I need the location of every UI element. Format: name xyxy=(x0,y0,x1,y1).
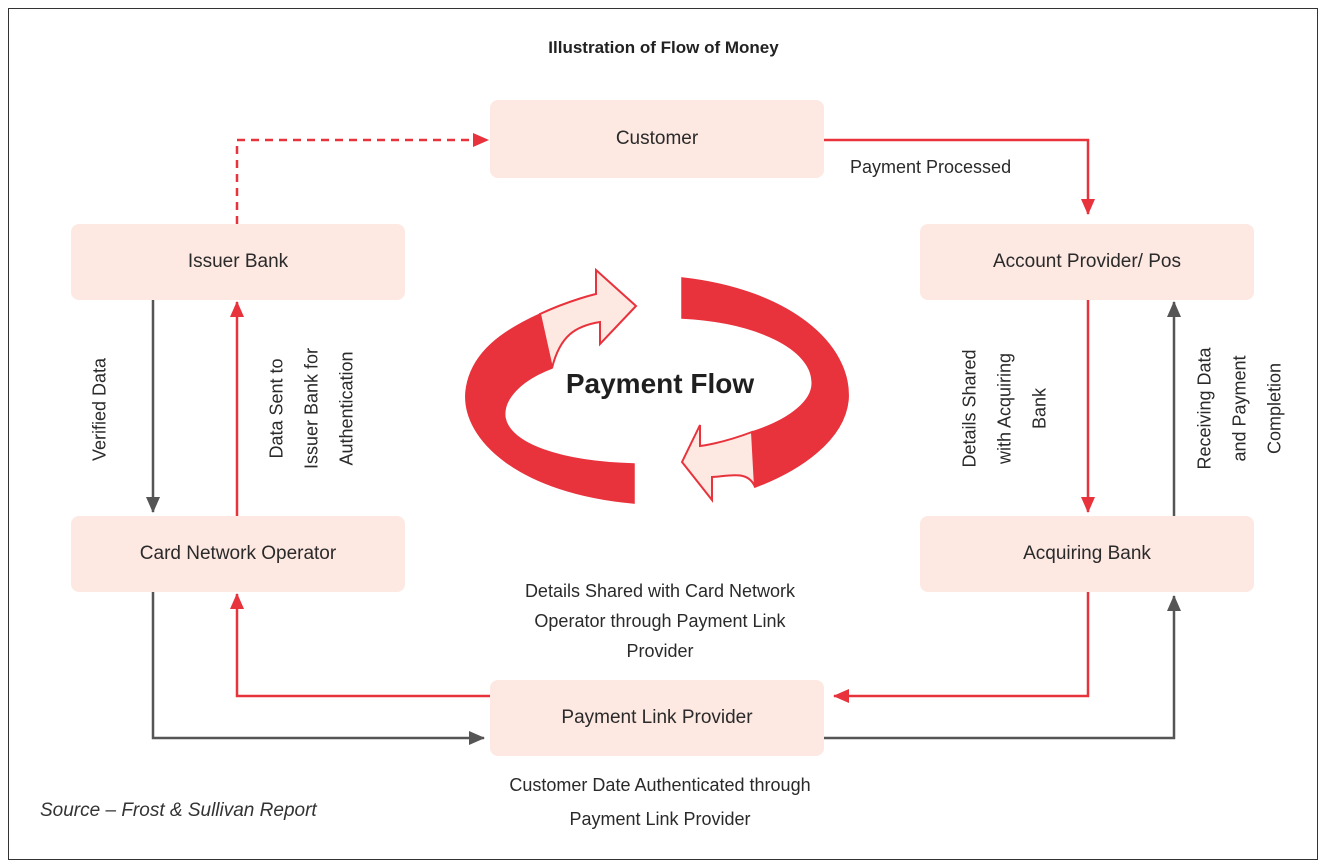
details-shared-acquiring-line-1: Details Shared xyxy=(959,349,980,468)
payment-link-provider-node: Payment Link Provider xyxy=(490,680,824,756)
diagram-frame xyxy=(8,8,1318,860)
customer-date-auth-line-1: Customer Date Authenticated through xyxy=(509,775,811,795)
receiving-data-line-2: and Payment xyxy=(1229,355,1250,462)
source-note: Source – Frost & Sullivan Report xyxy=(40,800,317,821)
account-provider-label: Account Provider/ Pos xyxy=(993,251,1181,272)
details-shared-card-line-2: Operator through Payment Link xyxy=(534,611,786,631)
receiving-data-label: Receiving Data and Payment Completion xyxy=(1188,309,1293,509)
data-sent-issuer-line-2: Issuer Bank for xyxy=(301,347,322,470)
acquiring-to-payment-link-arrow xyxy=(833,590,1090,703)
verified-data-label: Verified Data xyxy=(89,357,110,462)
card-network-operator-node: Card Network Operator xyxy=(71,516,405,592)
data-sent-issuer-line-1: Data Sent to xyxy=(266,358,287,459)
payment-flow-cycle-icon xyxy=(465,267,849,504)
account-provider-node: Account Provider/ Pos xyxy=(920,224,1254,300)
receiving-data-line-1: Receiving Data xyxy=(1194,347,1215,470)
details-shared-card-line-3: Provider xyxy=(626,641,694,661)
issuer-bank-label: Issuer Bank xyxy=(187,251,289,272)
acquiring-bank-label: Acquiring Bank xyxy=(1023,543,1151,564)
payment-link-to-acquiring-arrow xyxy=(824,595,1181,740)
payment-link-to-card-network-arrow xyxy=(230,593,490,698)
details-shared-acquiring-label: Details Shared with Acquiring Bank xyxy=(953,309,1058,509)
details-shared-card-label: Details Shared with Card Network Operato… xyxy=(440,576,880,666)
acquiring-bank-node: Acquiring Bank xyxy=(920,516,1254,592)
details-shared-acquiring-line-2: with Acquiring xyxy=(994,352,1015,465)
customer-label: Customer xyxy=(615,128,699,149)
issuer-bank-node: Issuer Bank xyxy=(71,224,405,300)
payment-link-provider-label: Payment Link Provider xyxy=(561,707,753,728)
payment-flow-label: Payment Flow xyxy=(565,368,755,399)
details-shared-acquiring-line-3: Bank xyxy=(1029,387,1050,430)
receiving-data-line-3: Completion xyxy=(1264,362,1285,455)
data-sent-issuer-label: Data Sent to Issuer Bank for Authenticat… xyxy=(260,309,365,509)
data-sent-issuer-line-3: Authentication xyxy=(336,351,357,466)
card-network-operator-label: Card Network Operator xyxy=(139,543,337,564)
customer-node: Customer xyxy=(490,100,824,178)
issuer-to-customer-arrow xyxy=(235,133,489,224)
customer-date-auth-label: Customer Date Authenticated through Paym… xyxy=(420,768,900,836)
customer-to-account-provider-arrow xyxy=(824,138,1095,215)
card-network-to-payment-link-arrow xyxy=(151,590,485,745)
diagram-title: Illustration of Flow of Money xyxy=(548,38,779,57)
payment-processed-label: Payment Processed xyxy=(850,157,1012,177)
details-shared-card-line-1: Details Shared with Card Network xyxy=(524,581,796,601)
customer-date-auth-line-2: Payment Link Provider xyxy=(569,809,751,829)
